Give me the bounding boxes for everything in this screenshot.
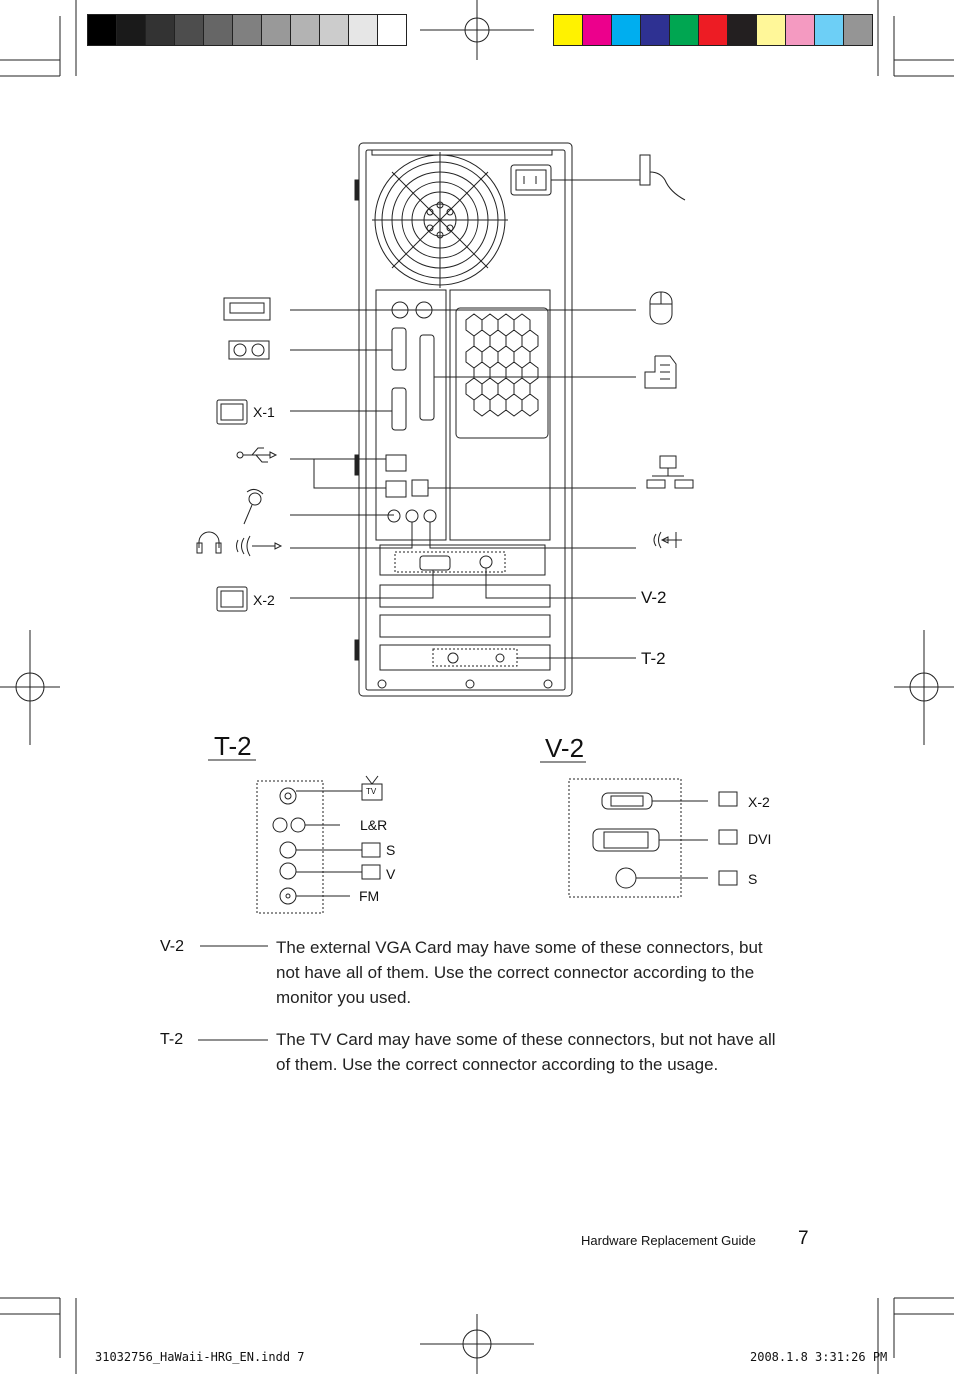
keyboard-icon — [223, 297, 271, 321]
gray-swatch-5 — [233, 15, 262, 45]
monitor-icon-x2 — [216, 586, 248, 612]
color-swatch-1 — [583, 15, 612, 45]
note-v2-term: V-2 — [160, 938, 185, 955]
slug-filename: 31032756_HaWaii-HRG_EN.indd 7 — [95, 1350, 305, 1364]
gray-swatch-1 — [117, 15, 146, 45]
label-v2: V-2 — [641, 588, 667, 607]
t2-label-lr: L&R — [360, 817, 388, 833]
note-t2-text: The TV Card may have some of these conne… — [276, 1027, 776, 1077]
color-swatch-0 — [554, 15, 583, 45]
printer-icon — [644, 355, 677, 389]
color-swatch-6 — [728, 15, 757, 45]
vent-grille — [455, 307, 549, 439]
psu-fan — [372, 152, 508, 288]
t2-label-s: S — [386, 842, 396, 858]
chassis-outline — [354, 142, 573, 697]
gray-swatch-6 — [262, 15, 291, 45]
network-icon — [646, 455, 694, 489]
monitor-icon-x1 — [216, 399, 248, 425]
line-out-icon-right — [653, 531, 682, 549]
v2-title: V-2 — [545, 733, 585, 763]
tv-icon-label: TV — [366, 787, 377, 796]
grayscale-bar — [87, 14, 407, 46]
gray-swatch-7 — [291, 15, 320, 45]
mouse-icon-left — [228, 340, 270, 360]
footer-guide-title: Hardware Replacement Guide — [581, 1233, 756, 1248]
gray-swatch-0 — [88, 15, 117, 45]
headphone-icon — [196, 531, 222, 554]
note-v2-line1: The external VGA Card may have some of t… — [276, 938, 763, 957]
process-color-bar — [553, 14, 873, 46]
v2-label-x2: X-2 — [748, 794, 770, 810]
t2-connector-panel — [208, 759, 383, 914]
t2-label-fm: FM — [359, 888, 380, 904]
color-swatch-3 — [641, 15, 670, 45]
registration-target-left — [0, 630, 60, 745]
registration-target-bottom — [420, 1314, 534, 1374]
registration-target-right — [894, 630, 954, 745]
v2-label-dvi: DVI — [748, 831, 772, 847]
note-v2-line2: not have all of them. Use the correct co… — [276, 963, 755, 982]
note-v2-line3: monitor you used. — [276, 988, 412, 1007]
gray-swatch-9 — [349, 15, 378, 45]
gray-swatch-10 — [378, 15, 406, 45]
note-t2-line2: of them. Use the correct connector accor… — [276, 1055, 719, 1074]
usb-icon — [236, 447, 278, 463]
label-x1: X-1 — [253, 404, 275, 420]
page-number: 7 — [798, 1228, 809, 1249]
gray-swatch-2 — [146, 15, 175, 45]
gray-swatch-3 — [175, 15, 204, 45]
mouse-icon-right — [649, 291, 673, 325]
color-swatch-5 — [699, 15, 728, 45]
gray-swatch-8 — [320, 15, 349, 45]
expansion-slots — [290, 544, 636, 689]
v2-connector-panel — [540, 761, 738, 898]
gray-swatch-4 — [204, 15, 233, 45]
t2-label-v: V — [386, 866, 396, 882]
t2-title: T-2 — [214, 731, 252, 761]
registration-target-top — [420, 0, 534, 60]
power-socket — [510, 164, 640, 196]
microphone-icon — [243, 488, 264, 525]
color-swatch-10 — [844, 15, 872, 45]
v2-label-s: S — [748, 871, 758, 887]
note-t2-line1: The TV Card may have some of these conne… — [276, 1030, 776, 1049]
label-t2: T-2 — [641, 649, 666, 668]
note-v2-text: The external VGA Card may have some of t… — [276, 935, 763, 1010]
color-swatch-9 — [815, 15, 844, 45]
note-t2-term: T-2 — [160, 1031, 184, 1048]
color-swatch-8 — [786, 15, 815, 45]
wall-plug-icon — [639, 154, 686, 201]
color-swatch-7 — [757, 15, 786, 45]
color-swatch-4 — [670, 15, 699, 45]
label-x2: X-2 — [253, 592, 275, 608]
slug-timestamp: 2008.1.8 3:31:26 PM — [750, 1350, 888, 1364]
line-in-icon-left — [236, 535, 283, 557]
color-swatch-2 — [612, 15, 641, 45]
io-panel — [290, 289, 636, 549]
